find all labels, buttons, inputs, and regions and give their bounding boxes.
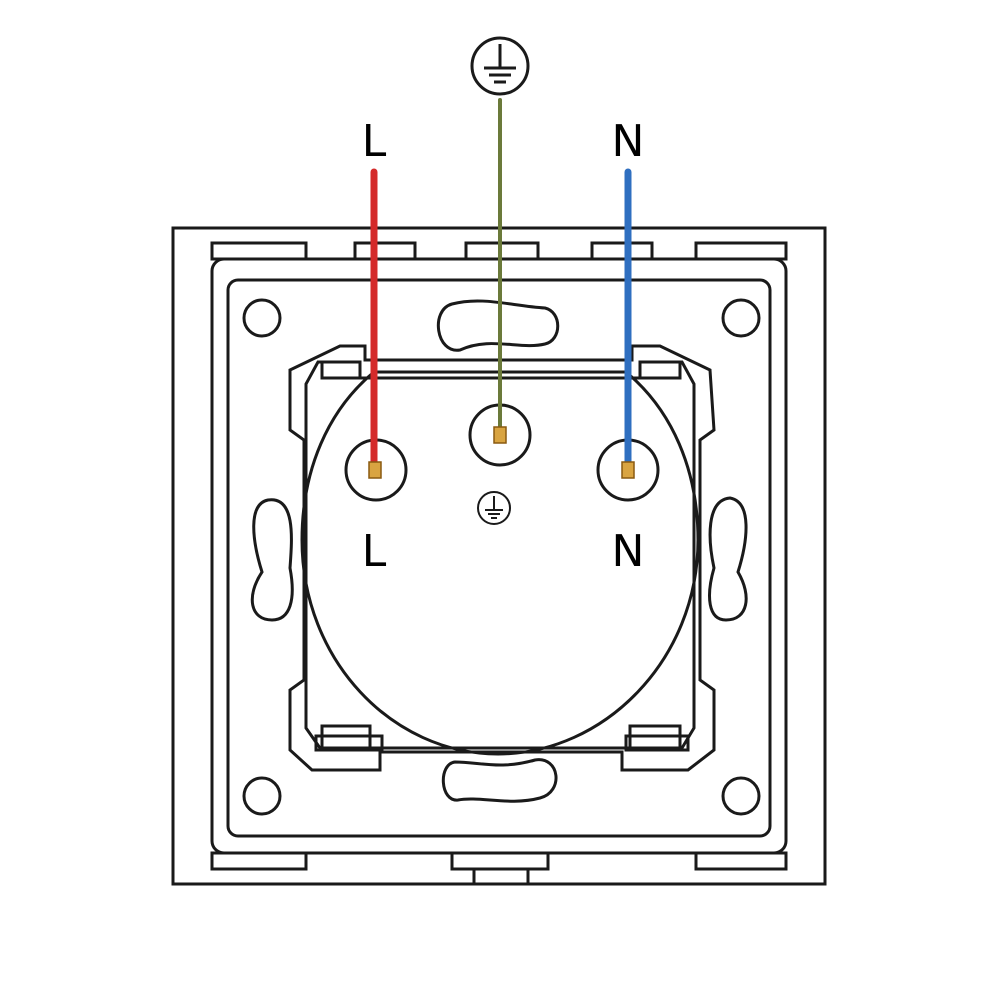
screw-hole-top-right [721,298,761,338]
slot-right [708,496,748,622]
slot-bottom [441,758,558,803]
socket-label-neutral: N [612,526,645,577]
screw-hole-top-left [242,298,282,338]
top-label-live: L [362,116,387,167]
socket-label-live: L [362,526,387,577]
terminal-pin-live [368,461,382,479]
slot-top [436,299,560,352]
top-label-neutral: N [612,116,645,167]
terminal-pin-neutral [621,461,635,479]
screw-hole-bottom-right [721,776,761,816]
socket-earth-symbol-icon [477,491,511,525]
top-clips [210,241,788,261]
bottom-clips [210,851,788,886]
socket-face [300,370,700,756]
socket-housing [288,344,716,772]
earth-ground-symbol-icon [470,36,530,96]
terminal-pin-earth [493,426,507,444]
slot-left [250,498,294,622]
screw-hole-bottom-left [242,776,282,816]
corner-latches [314,360,690,752]
